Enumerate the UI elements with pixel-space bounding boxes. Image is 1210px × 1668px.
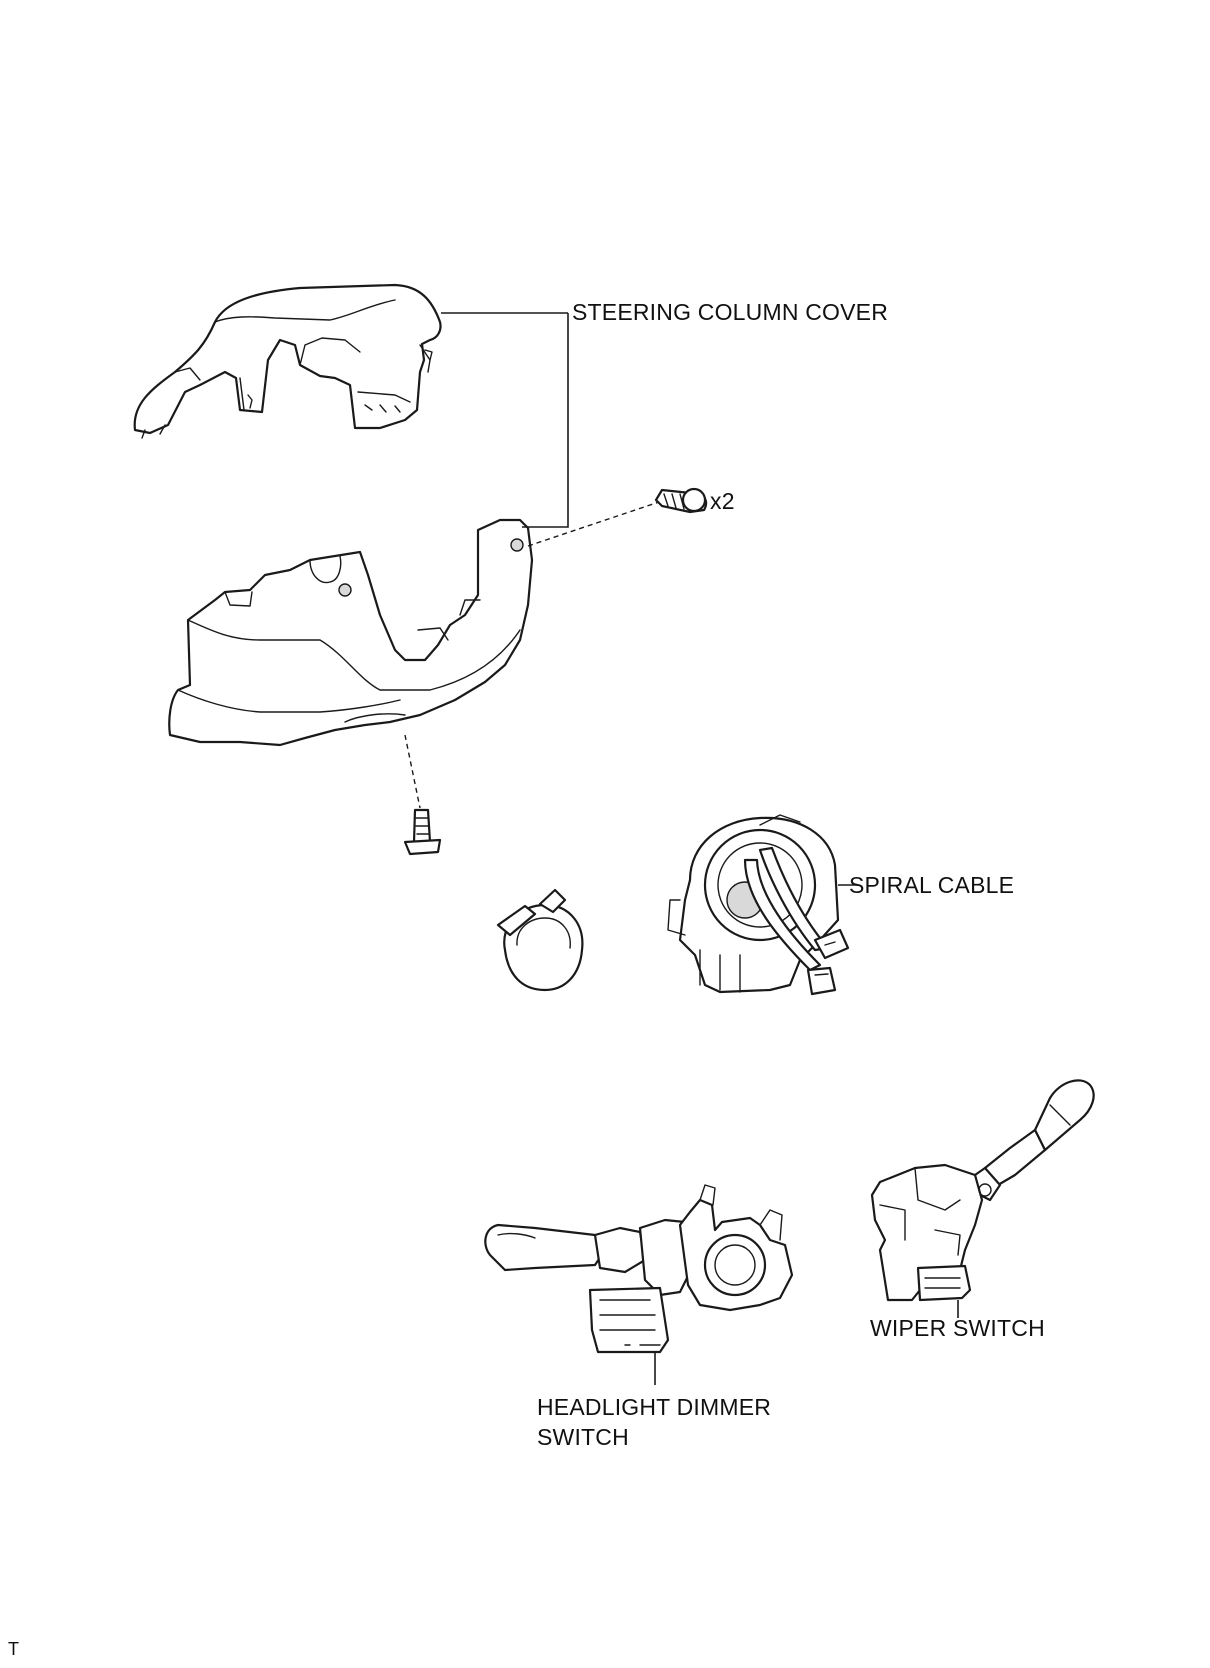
upper-column-cover (133, 283, 442, 439)
clamp-ring (496, 888, 584, 992)
spiral-cable (667, 814, 850, 996)
spiral-cable-label: SPIRAL CABLE (849, 872, 1015, 898)
screw-dashed-line (527, 499, 666, 547)
lower-column-cover (168, 518, 534, 747)
wiper-switch-label: WIPER SWITCH (870, 1315, 1045, 1341)
lower-screw-icon (403, 808, 442, 856)
steering-column-cover-label: STEERING COLUMN COVER (572, 299, 889, 325)
headlight-dimmer-label-line1: HEADLIGHT DIMMER (537, 1394, 772, 1420)
lower-screw-dashed-line (404, 734, 421, 809)
headlight-dimmer-label-line2: SWITCH (537, 1424, 629, 1450)
screw-icon (654, 487, 708, 514)
headlight-dimmer-switch (484, 1184, 794, 1354)
steering-column-cover-leader (441, 312, 569, 528)
corner-mark: T (8, 1639, 20, 1659)
wiper-switch (870, 1079, 1095, 1302)
screw-quantity-label: x2 (710, 488, 735, 514)
